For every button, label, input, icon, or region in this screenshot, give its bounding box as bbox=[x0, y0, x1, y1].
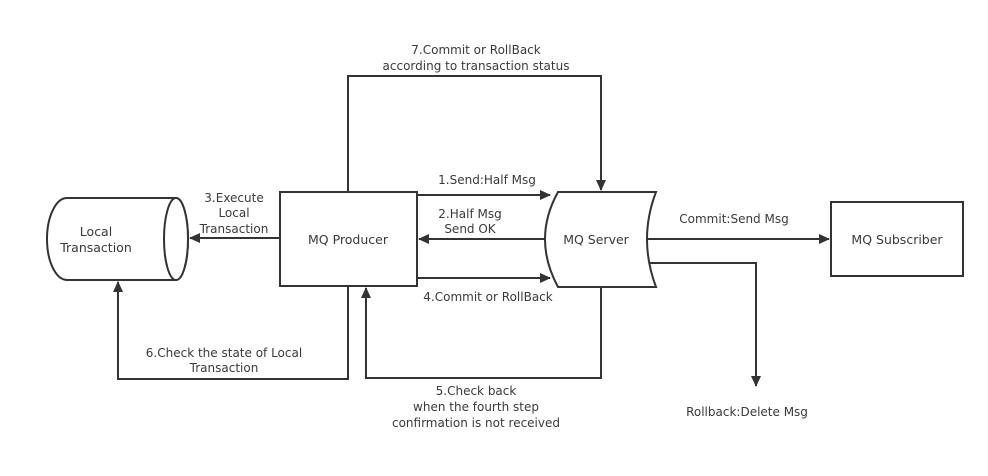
edge-label-2: 2.Half Msg Send OK bbox=[438, 207, 501, 236]
edge-label-3-line-1: 3.Execute bbox=[204, 191, 263, 205]
edge-label-6-line-2: Transaction bbox=[189, 361, 259, 375]
edge-7-commit-or-rollback-by-status bbox=[347, 75, 606, 192]
edge-label-3-line-2: Local bbox=[218, 206, 249, 220]
edge-label-rollback: Rollback:Delete Msg bbox=[686, 405, 808, 419]
edge-label-4: 4.Commit or RollBack bbox=[423, 290, 552, 304]
edge-label-commit: Commit:Send Msg bbox=[679, 212, 788, 226]
node-mq-producer[interactable]: MQ Producer bbox=[279, 191, 418, 287]
node-producer-label: MQ Producer bbox=[308, 232, 389, 247]
node-local-transaction[interactable]: Local Transaction bbox=[46, 197, 189, 281]
edge-label-3-line-3: Transaction bbox=[199, 222, 269, 236]
producer-box bbox=[279, 191, 418, 287]
subscriber-box bbox=[830, 201, 964, 277]
node-mq-subscriber[interactable]: MQ Subscriber bbox=[830, 201, 964, 277]
edge-label-5: 5.Check back when the fourth step confir… bbox=[392, 384, 560, 430]
edge-label-3: 3.Execute Local Transaction bbox=[199, 191, 269, 236]
node-mq-server[interactable]: MQ Server bbox=[544, 191, 658, 288]
edge-label-5-line-1: 5.Check back bbox=[436, 384, 517, 398]
node-server-label: MQ Server bbox=[563, 232, 629, 247]
edge-label-6: 6.Check the state of Local Transaction bbox=[146, 346, 302, 375]
edge-5-check-back bbox=[361, 287, 602, 379]
node-local-transaction-label-1: Local bbox=[80, 224, 112, 239]
server-shape bbox=[544, 191, 658, 288]
node-subscriber-label: MQ Subscriber bbox=[851, 232, 943, 247]
edge-6-check-local-state bbox=[113, 281, 349, 380]
edge-label-7: 7.Commit or RollBack according to transa… bbox=[383, 43, 570, 73]
edge-label-7-line-2: according to transaction status bbox=[383, 59, 570, 73]
edge-label-5-line-3: confirmation is not received bbox=[392, 416, 560, 430]
edge-label-6-line-1: 6.Check the state of Local bbox=[146, 346, 302, 360]
node-local-transaction-label-2: Transaction bbox=[59, 240, 132, 255]
edge-label-2-line-1: 2.Half Msg bbox=[438, 207, 501, 221]
cylinder-end-cap bbox=[163, 197, 189, 281]
edge-label-7-line-1: 7.Commit or RollBack bbox=[411, 43, 540, 57]
edge-label-5-line-2: when the fourth step bbox=[413, 400, 539, 414]
edge-label-1: 1.Send:Half Msg bbox=[438, 173, 536, 187]
edge-rollback-delete-msg bbox=[648, 262, 761, 387]
edge-label-2-line-2: Send OK bbox=[444, 222, 496, 236]
